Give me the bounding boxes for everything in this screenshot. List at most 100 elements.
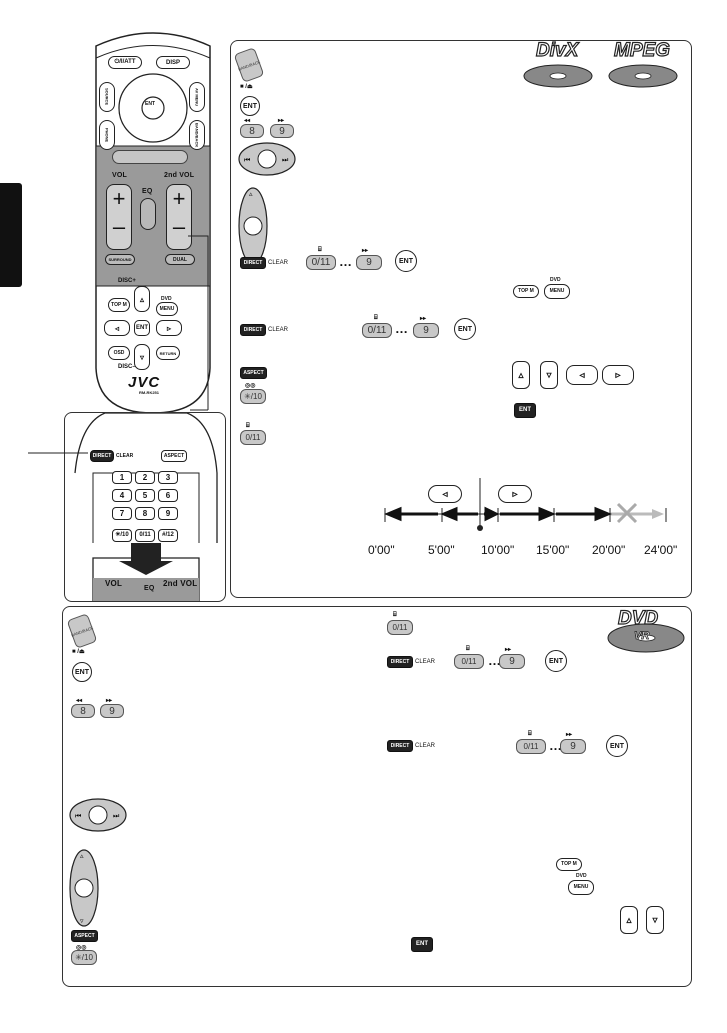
bandback-key: BAND/BACK	[189, 120, 205, 150]
zoom-bottom-key-1: 0/11	[135, 529, 155, 542]
svg-text:▿: ▿	[80, 917, 84, 925]
aspect-key-2: ASPECT	[71, 930, 98, 942]
zoom-digit-key-5: 5	[135, 489, 155, 502]
stop-icon: ■ /⏏	[240, 84, 253, 90]
vol2-key: +–	[166, 184, 192, 250]
rew-icon-2: ◂◂	[76, 698, 83, 704]
left-key: ◃	[104, 320, 130, 336]
subtitle-icon-6: ⌸	[528, 731, 532, 737]
vol-label: VOL	[112, 172, 127, 179]
timeline-tick-5: 5'00"	[428, 543, 455, 557]
zoom-digit-key-3: 3	[158, 471, 178, 484]
zoom-digit-key-7: 7	[112, 507, 132, 520]
zero-key-1: 0/11	[306, 255, 336, 270]
language-tab	[0, 183, 22, 287]
ent-key-icon: ENT	[240, 96, 260, 116]
topm-key: TOP M	[108, 298, 130, 312]
subtitle-icon-2: ⌸	[374, 315, 378, 321]
ellipsis-2: …	[395, 321, 408, 336]
zoom-eq-label: EQ	[144, 585, 155, 592]
ellipsis-4: …	[549, 738, 562, 753]
timeline-tick-15: 15'00"	[536, 543, 570, 557]
vol-key: +–	[106, 184, 132, 250]
nine-key-1: 9	[356, 255, 382, 270]
phone-key: PHONE	[99, 120, 115, 150]
timeline-diagram	[384, 478, 667, 531]
direct-key-3: DIRECT	[387, 656, 413, 668]
rew-digit-key-2: 8	[71, 704, 95, 718]
down-arrow-key: ▿	[540, 361, 558, 389]
att-key: ⏻/I/ATT	[108, 56, 142, 69]
ff-icon-2b: ▸▸	[106, 698, 113, 704]
dvd-label-bottom: DVD	[576, 873, 587, 879]
skip-ring-icon-2: ⏮ ⏭	[69, 798, 127, 832]
ent-key-icon-2: ENT	[72, 662, 92, 682]
direct-key-1: DIRECT	[240, 257, 266, 269]
zoom-digit-key-1: 1	[112, 471, 132, 484]
rew-icon: ◂◂	[244, 118, 251, 124]
connector-line	[188, 235, 209, 411]
timeline-tick-10: 10'00"	[481, 543, 515, 557]
up-arrow-key-2: ▵	[620, 906, 638, 934]
timeline-forward-key: ▹	[498, 485, 532, 503]
stop-icon-2: ■ /⏏	[72, 649, 85, 655]
zoom-digit-key-2: 2	[135, 471, 155, 484]
menu-key: MENU	[156, 302, 178, 316]
subtitle-icon-1: ⌸	[318, 247, 322, 253]
updown-ring-icon: ▵ ▿	[238, 187, 268, 265]
nine-key-4: 9	[560, 739, 586, 754]
zoom-direct-key: DIRECT	[90, 450, 114, 462]
skip-ring-icon: ⏮ ⏭	[238, 142, 296, 176]
zoom-digit-key-4: 4	[112, 489, 132, 502]
clear-label-4: CLEAR	[415, 743, 436, 749]
zero-key-6: 0/11	[516, 739, 546, 754]
right-arrow-key: ▹	[602, 365, 634, 385]
svg-text:⏭: ⏭	[113, 812, 120, 820]
mpeg-logo: MPEG	[613, 39, 670, 61]
timeline-tick-24: 24'00"	[644, 543, 678, 557]
bottom-panel	[62, 606, 692, 987]
divx-logo: DivX	[535, 39, 579, 61]
audio-icon: ◎◎	[245, 383, 256, 389]
brand-logo: JVC	[128, 374, 161, 391]
surround-key: SURROUND	[105, 254, 135, 265]
eq-label: EQ	[142, 188, 153, 195]
dvd-vr-disc	[607, 623, 685, 653]
down-arrow-key-2: ▿	[646, 906, 664, 934]
up-arrow-key: ▵	[512, 361, 530, 389]
zero-key-5: 0/11	[454, 654, 484, 669]
zoom-vol2-label: 2nd VOL	[163, 579, 198, 588]
direct-key-2: DIRECT	[240, 324, 266, 336]
ff-icon-1: ▸▸	[362, 248, 369, 254]
updown-ring-icon-2: ▵ ▿	[69, 849, 99, 927]
dvd-label: DVD	[161, 296, 172, 302]
left-arrow-key: ◃	[566, 365, 598, 385]
down-key: ▿	[134, 344, 150, 370]
ent-square-key: ENT	[514, 403, 536, 418]
clear-label-3: CLEAR	[415, 659, 436, 665]
dual-key: DUAL	[165, 254, 195, 265]
osd-key: OSD	[108, 346, 130, 360]
disc-plus-label: DISC+	[118, 278, 136, 284]
ff-icon: ▸▸	[278, 118, 285, 124]
up-key: ▵	[134, 286, 150, 312]
topm-key-icon: TOP M	[513, 285, 539, 298]
dvd-label-top: DVD	[550, 277, 561, 283]
ff-icon-3: ▸▸	[505, 647, 512, 653]
menu-key-icon-2: MENU	[568, 880, 594, 895]
ellipsis-1: …	[339, 254, 352, 269]
enter-key: ENT	[134, 320, 150, 336]
aspect-key: ASPECT	[240, 367, 267, 379]
svg-text:⏮: ⏮	[244, 156, 250, 164]
vr-logo: VR	[634, 630, 650, 643]
disc-logos	[523, 64, 678, 88]
ent-key-1: ENT	[395, 250, 417, 272]
zoom-aspect-key: ASPECT	[161, 450, 187, 462]
dvd-logo: DVD	[617, 607, 659, 629]
zoom-clear-label: CLEAR	[116, 453, 134, 459]
zoom-bottom-key-2: #/12	[158, 529, 178, 542]
source-key: SOURCE	[99, 82, 115, 112]
remote-ent-label: ENT	[145, 101, 155, 107]
svg-text:▵: ▵	[249, 190, 253, 198]
